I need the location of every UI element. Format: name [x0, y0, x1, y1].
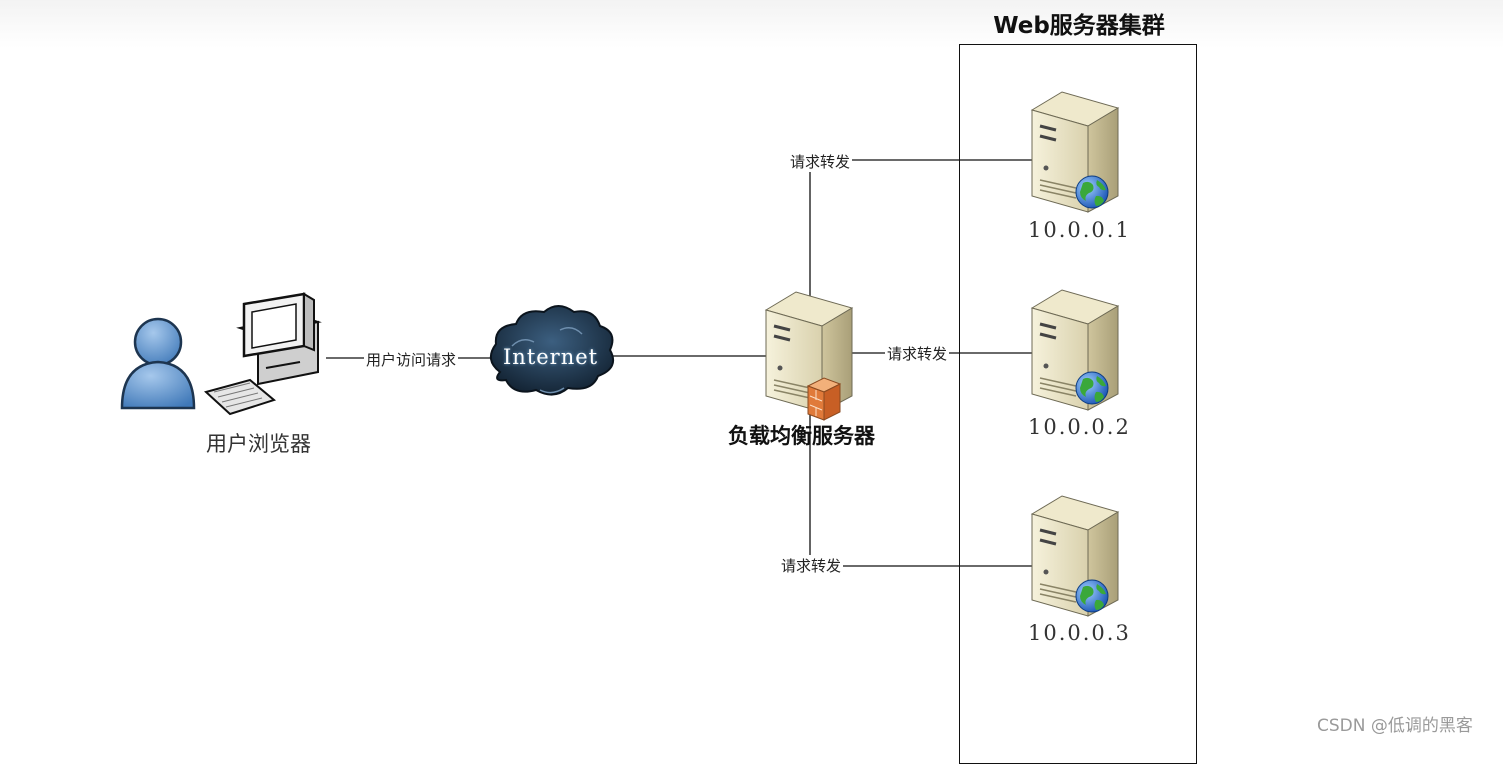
- watermark: CSDN @低调的黑客: [1317, 716, 1473, 736]
- firewall-icon: [806, 377, 842, 421]
- top-fade: [0, 0, 1503, 48]
- internet-cloud-icon: [489, 305, 614, 396]
- load-balancer-label: 负载均衡服务器: [728, 424, 875, 448]
- server-ip-1: 10.0.0.1: [1028, 218, 1131, 242]
- edge-label-forward-1: 请求转发: [788, 151, 853, 172]
- diagram-canvas: [120, 90, 1120, 618]
- server-ip-3: 10.0.0.3: [1028, 621, 1131, 645]
- internet-label: Internet: [503, 345, 599, 369]
- user-icon: [120, 317, 196, 410]
- server-ip-2: 10.0.0.2: [1028, 415, 1131, 439]
- edge-label-user-request: 用户访问请求: [364, 349, 459, 370]
- computer-icon: [203, 292, 322, 416]
- edge-label-forward-2: 请求转发: [885, 343, 950, 364]
- edge-label-forward-3: 请求转发: [779, 555, 844, 576]
- web-cluster-box: [959, 44, 1197, 764]
- cluster-title: Web服务器集群: [993, 13, 1165, 39]
- user-browser-label: 用户浏览器: [206, 432, 311, 456]
